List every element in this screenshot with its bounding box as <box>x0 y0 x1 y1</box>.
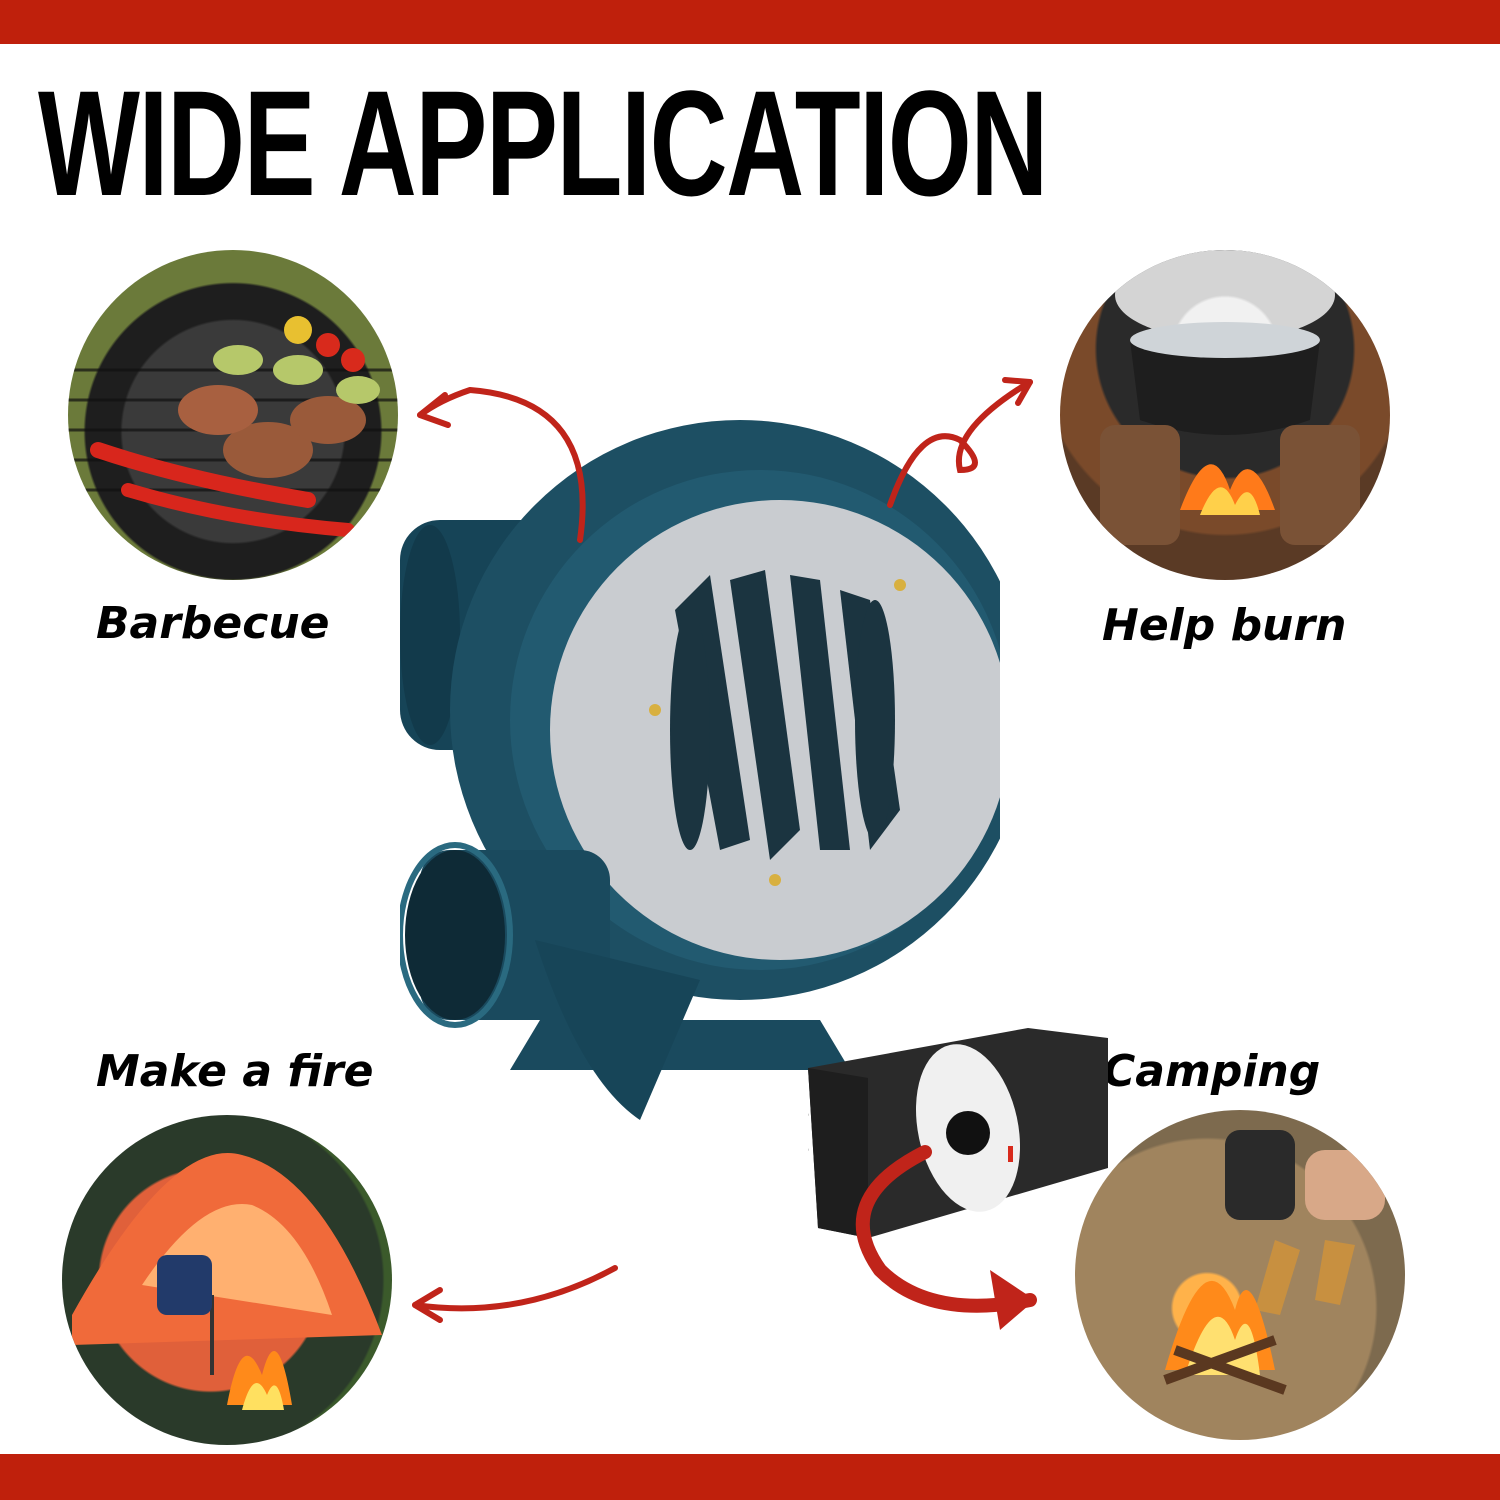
camping-label: Camping <box>1103 1046 1321 1097</box>
make-a-fire-label: Make a fire <box>96 1046 374 1097</box>
help-burn-image <box>1060 250 1390 580</box>
make-a-fire-image <box>62 1115 392 1445</box>
pot-fire-icon <box>1100 250 1360 545</box>
tent-icon <box>72 1153 382 1410</box>
grill-icon <box>68 316 398 537</box>
campfire-icon <box>1163 1130 1385 1395</box>
barbecue-label: Barbecue <box>96 598 330 649</box>
top-banner-bar <box>0 0 1500 44</box>
help-burn-label: Help burn <box>1102 600 1347 651</box>
bottom-banner-bar <box>0 1454 1500 1500</box>
page-title: WIDE APPLICATION <box>38 59 1048 227</box>
arrow-to-make-a-fire-icon <box>412 1265 618 1312</box>
barbecue-image <box>68 250 398 580</box>
blower-fan-image <box>400 420 1000 1120</box>
camping-image <box>1075 1110 1405 1440</box>
speed-controller-image <box>808 1028 1108 1238</box>
